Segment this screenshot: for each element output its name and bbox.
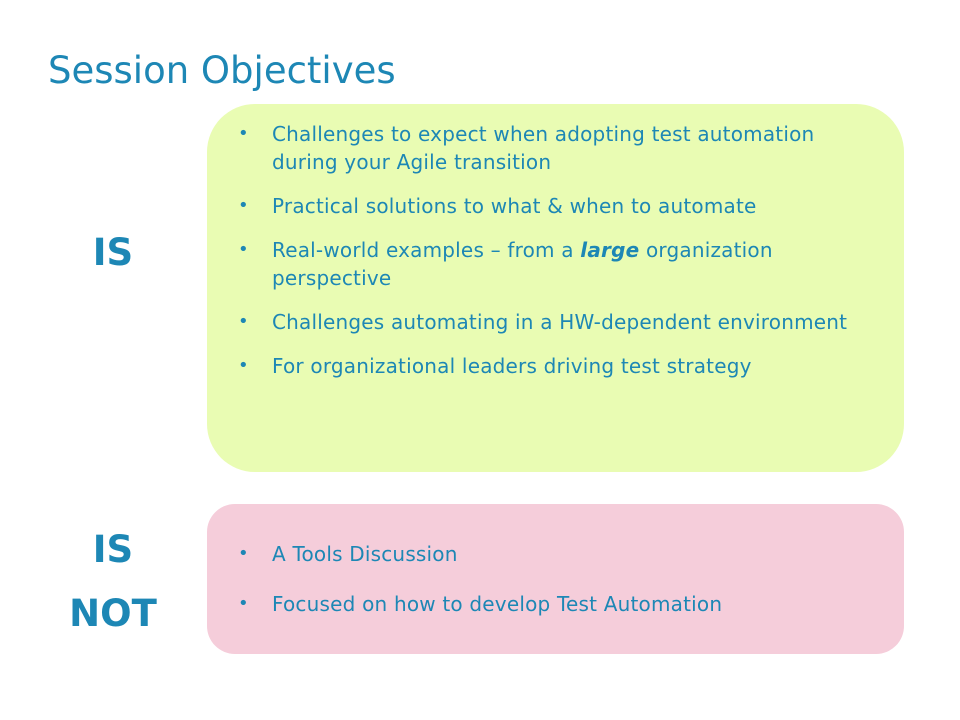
bullet-icon: •	[238, 195, 249, 216]
is-not-box: • A Tools Discussion • Focused on how to…	[207, 504, 904, 654]
is-not-label-line2: NOT	[69, 592, 157, 635]
list-item-text: Challenges to expect when adopting test …	[272, 122, 815, 174]
list-item-text: Focused on how to develop Test Automatio…	[272, 592, 723, 616]
bullet-icon: •	[238, 311, 249, 332]
list-item-text: Practical solutions to what & when to au…	[272, 194, 757, 218]
bullet-icon: •	[238, 239, 249, 260]
list-item: • For organizational leaders driving tes…	[238, 352, 882, 380]
list-item-text-after: organization perspective	[272, 238, 773, 290]
is-not-label-line1: IS	[92, 528, 134, 571]
list-item-emphasis: large	[580, 238, 640, 262]
list-item: • Focused on how to develop Test Automat…	[238, 590, 882, 618]
list-item: • Real-world examples – from a large org…	[238, 236, 882, 292]
slide-title: Session Objectives	[48, 49, 396, 92]
is-not-label: IS NOT	[53, 518, 173, 646]
list-item-text: A Tools Discussion	[272, 542, 458, 566]
bullet-icon: •	[238, 543, 249, 564]
is-label: IS	[92, 231, 134, 274]
is-list: • Challenges to expect when adopting tes…	[238, 120, 882, 396]
list-item-text: Challenges automating in a HW-dependent …	[272, 310, 848, 334]
is-not-list: • A Tools Discussion • Focused on how to…	[238, 540, 882, 640]
list-item: • A Tools Discussion	[238, 540, 882, 568]
list-item: • Challenges automating in a HW-dependen…	[238, 308, 882, 336]
bullet-icon: •	[238, 593, 249, 614]
list-item: • Practical solutions to what & when to …	[238, 192, 882, 220]
list-item: • Challenges to expect when adopting tes…	[238, 120, 882, 176]
is-box: • Challenges to expect when adopting tes…	[207, 104, 904, 472]
bullet-icon: •	[238, 123, 249, 144]
bullet-icon: •	[238, 355, 249, 376]
list-item-text-before: Real-world examples – from a	[272, 238, 581, 262]
list-item-text: For organizational leaders driving test …	[272, 354, 752, 378]
